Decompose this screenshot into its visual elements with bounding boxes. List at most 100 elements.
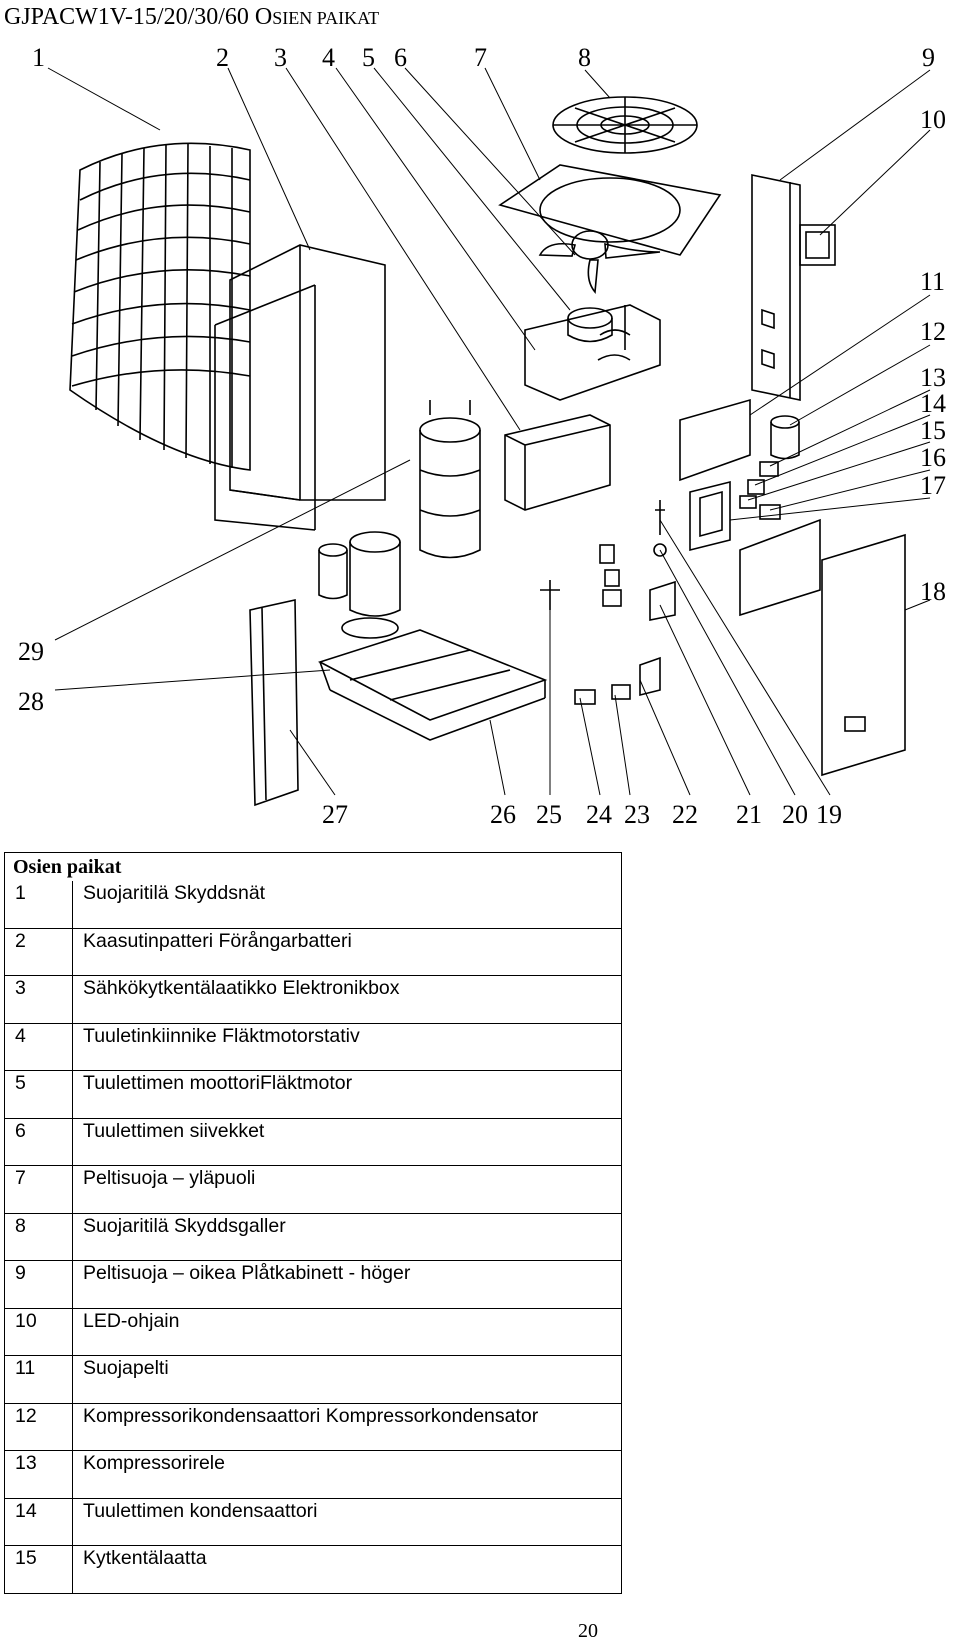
part-6-fan-blades [538, 230, 661, 294]
part-name-cell: Sähkökytkentälaatikko Elektronikbox [72, 975, 622, 1024]
callout-18: 18 [920, 577, 946, 606]
parts-13-16-components [739, 461, 781, 520]
callout-28: 28 [18, 687, 44, 716]
callout-19: 19 [816, 800, 842, 829]
part-number-cell: 3 [4, 975, 73, 1024]
part-number-cell: 4 [4, 1023, 73, 1071]
callout-13: 13 [920, 363, 946, 392]
part-number-cell: 5 [4, 1070, 73, 1119]
part-name-cell: Kompressorikondensaattori Kompressorkond… [72, 1403, 622, 1451]
part-26-base-plate [317, 629, 548, 741]
part-number-cell: 10 [4, 1308, 73, 1356]
part-number-cell: 11 [4, 1355, 73, 1404]
leader-lines [47, 67, 931, 796]
callout-27: 27 [322, 800, 348, 829]
part-number-cell: 1 [4, 881, 73, 929]
callout-6: 6 [394, 43, 407, 72]
callout-7: 7 [474, 43, 487, 72]
callout-20: 20 [782, 800, 808, 829]
callout-3: 3 [274, 43, 287, 72]
callout-1: 1 [32, 43, 45, 72]
part-7-top-panel [498, 164, 722, 256]
part-number-cell: 15 [4, 1545, 73, 1594]
part-number-cell: 12 [4, 1403, 73, 1451]
part-number-cell: 8 [4, 1213, 73, 1261]
callout-29: 29 [18, 637, 44, 666]
parts-table-heading-row: Osien paikat [5, 853, 622, 882]
callout-11: 11 [920, 267, 945, 296]
part-name-cell: Kompressorirele [72, 1450, 622, 1499]
part-name-cell: Tuuletinkiinnike Fläktmotorstativ [72, 1023, 622, 1071]
part-27-corner-post [249, 599, 299, 807]
callout-labels: 1 2 3 4 5 6 7 8 9 10 11 12 13 14 15 16 1… [18, 43, 946, 829]
callout-23: 23 [624, 800, 650, 829]
part-name-cell: Peltisuoja – oikea Plåtkabinett - höger [72, 1260, 622, 1309]
part-name-cell: Kytkentälaatta [72, 1545, 622, 1594]
part-1-grid-guard [69, 142, 251, 471]
parts-19-25-fittings [540, 500, 676, 705]
part-name-cell: Kaasutinpatteri Förångarbatteri [72, 928, 622, 976]
callout-8: 8 [578, 43, 591, 72]
part-2-evaporator [214, 244, 386, 531]
part-number-cell: 9 [4, 1260, 73, 1309]
part-number-cell: 7 [4, 1165, 73, 1214]
part-17-terminal-box [689, 480, 731, 552]
part-5-fan-motor [567, 307, 613, 343]
part-name-cell: LED-ohjain [72, 1308, 622, 1356]
callout-4: 4 [322, 43, 335, 72]
document-title: GJPACW1V-15/20/30/60 OSIEN PAIKAT [4, 2, 379, 33]
part-9-right-panel [751, 174, 801, 401]
part-name-cell: Tuulettimen siivekket [72, 1118, 622, 1166]
callout-17: 17 [920, 471, 946, 500]
part-8-fan-grille [552, 96, 698, 154]
callout-15: 15 [920, 416, 946, 445]
part-number-cell: 6 [4, 1118, 73, 1166]
part-name-cell: Peltisuoja – yläpuoli [72, 1165, 622, 1214]
part-10-led-controller [799, 224, 836, 266]
parts-table-heading: Osien paikat [13, 856, 122, 878]
callout-24: 24 [586, 800, 612, 829]
page-number: 20 [578, 1620, 598, 1642]
callout-14: 14 [920, 389, 946, 418]
title-prefix: GJPACW1V-15/20/30/60 O [4, 4, 273, 30]
part-4-fan-bracket [524, 304, 661, 401]
callout-26: 26 [490, 800, 516, 829]
callout-25: 25 [536, 800, 562, 829]
title-smallcaps: SIEN PAIKAT [272, 8, 380, 28]
part-access-panel [739, 518, 821, 617]
part-name-cell: Tuulettimen moottoriFläktmotor [72, 1070, 622, 1119]
callout-22: 22 [672, 800, 698, 829]
callout-21: 21 [736, 800, 762, 829]
part-name-cell: Suojaritilä Skyddsnät [72, 881, 622, 929]
part-compressor [318, 531, 401, 639]
part-name-cell: Suojapelti [72, 1355, 622, 1404]
exploded-view-diagram: 1 2 3 4 5 6 7 8 9 10 11 12 13 14 15 16 1… [0, 30, 960, 830]
callout-2: 2 [216, 43, 229, 72]
part-accumulator [419, 400, 481, 559]
callout-10: 10 [920, 105, 946, 134]
part-3-electrical-box [504, 414, 611, 511]
part-18-front-panel [821, 533, 906, 777]
part-name-cell: Suojaritilä Skyddsgaller [72, 1213, 622, 1261]
callout-12: 12 [920, 317, 946, 346]
part-number-cell: 2 [4, 928, 73, 976]
callout-9: 9 [922, 43, 935, 72]
part-11-shield-plate [679, 398, 751, 482]
part-name-cell: Tuulettimen kondensaattori [72, 1498, 622, 1546]
callout-5: 5 [362, 43, 375, 72]
